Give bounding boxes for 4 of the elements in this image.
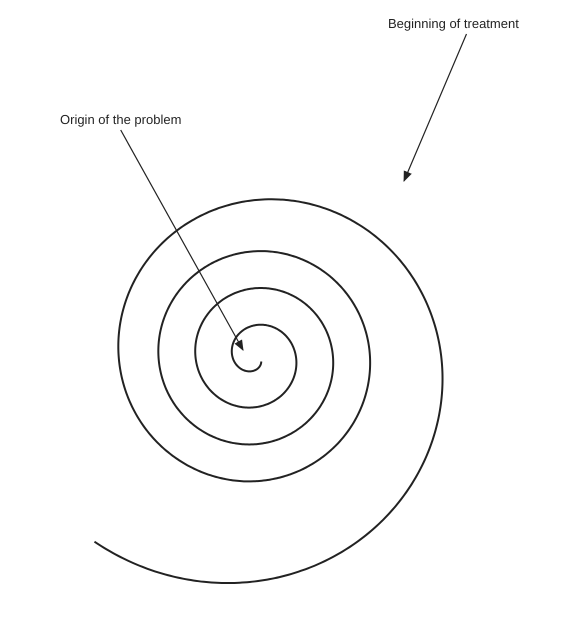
callout-text: Beginning of treatment xyxy=(388,16,519,32)
leader-line xyxy=(403,34,468,182)
callout-text: Origin of the problem xyxy=(60,112,182,128)
leader-line xyxy=(120,130,244,351)
